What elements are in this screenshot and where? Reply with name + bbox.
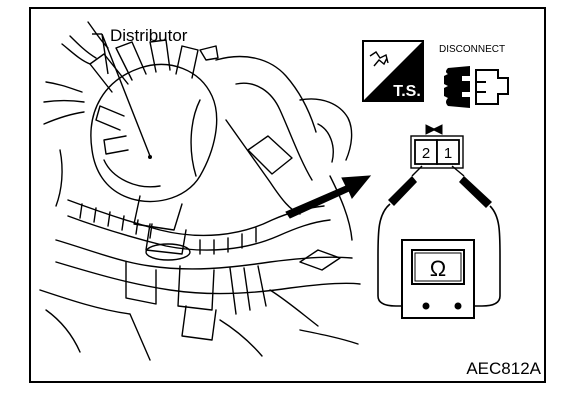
ts-badge: T.S. <box>362 40 424 102</box>
ohmmeter-display-inner <box>414 252 462 282</box>
callout-leader-line <box>101 33 151 157</box>
connector-latch-icon <box>425 124 443 135</box>
meter-terminal-right <box>454 302 462 310</box>
meter-terminal-left <box>422 302 430 310</box>
connector-plug-left-icon <box>444 66 470 108</box>
plug-slot-top <box>462 76 471 81</box>
plug-slot-bottom <box>462 92 471 97</box>
ts-badge-text: T.S. <box>393 83 421 100</box>
probe-left-tip <box>411 165 423 177</box>
figure-code: AEC812A <box>466 359 541 378</box>
test-probes <box>388 165 492 208</box>
plug-pins <box>476 81 486 93</box>
distributor-callout: Distributor <box>92 26 188 159</box>
distributor-label: Distributor <box>110 26 188 45</box>
connector-plug-right-icon <box>475 69 509 105</box>
connector-housing <box>410 135 464 169</box>
probe-right-tip <box>451 165 465 177</box>
terminal-1-label: 1 <box>444 145 452 162</box>
ts-badge-sketch-icon <box>369 51 389 67</box>
callout-dot <box>148 155 152 159</box>
ts-badge-triangle <box>363 41 423 101</box>
connector-terminals: 2 1 <box>410 124 464 169</box>
terminal-1-box <box>436 139 460 165</box>
probe-right-handle <box>459 176 492 208</box>
probe-left-handle <box>388 176 417 206</box>
ohmmeter: Ω <box>401 239 475 319</box>
pointer-arrow <box>285 175 372 219</box>
disconnect-label: DISCONNECT <box>439 44 505 55</box>
engine-illustration <box>39 21 361 361</box>
lead-wire-left <box>377 203 426 307</box>
ohmmeter-display <box>411 249 465 285</box>
callout-leader-line-2 <box>101 33 109 75</box>
disconnect-icon: DISCONNECT <box>439 44 509 108</box>
lead-wire-right <box>458 205 501 307</box>
ohm-symbol: Ω <box>430 256 446 281</box>
terminal-2-label: 2 <box>422 145 430 162</box>
